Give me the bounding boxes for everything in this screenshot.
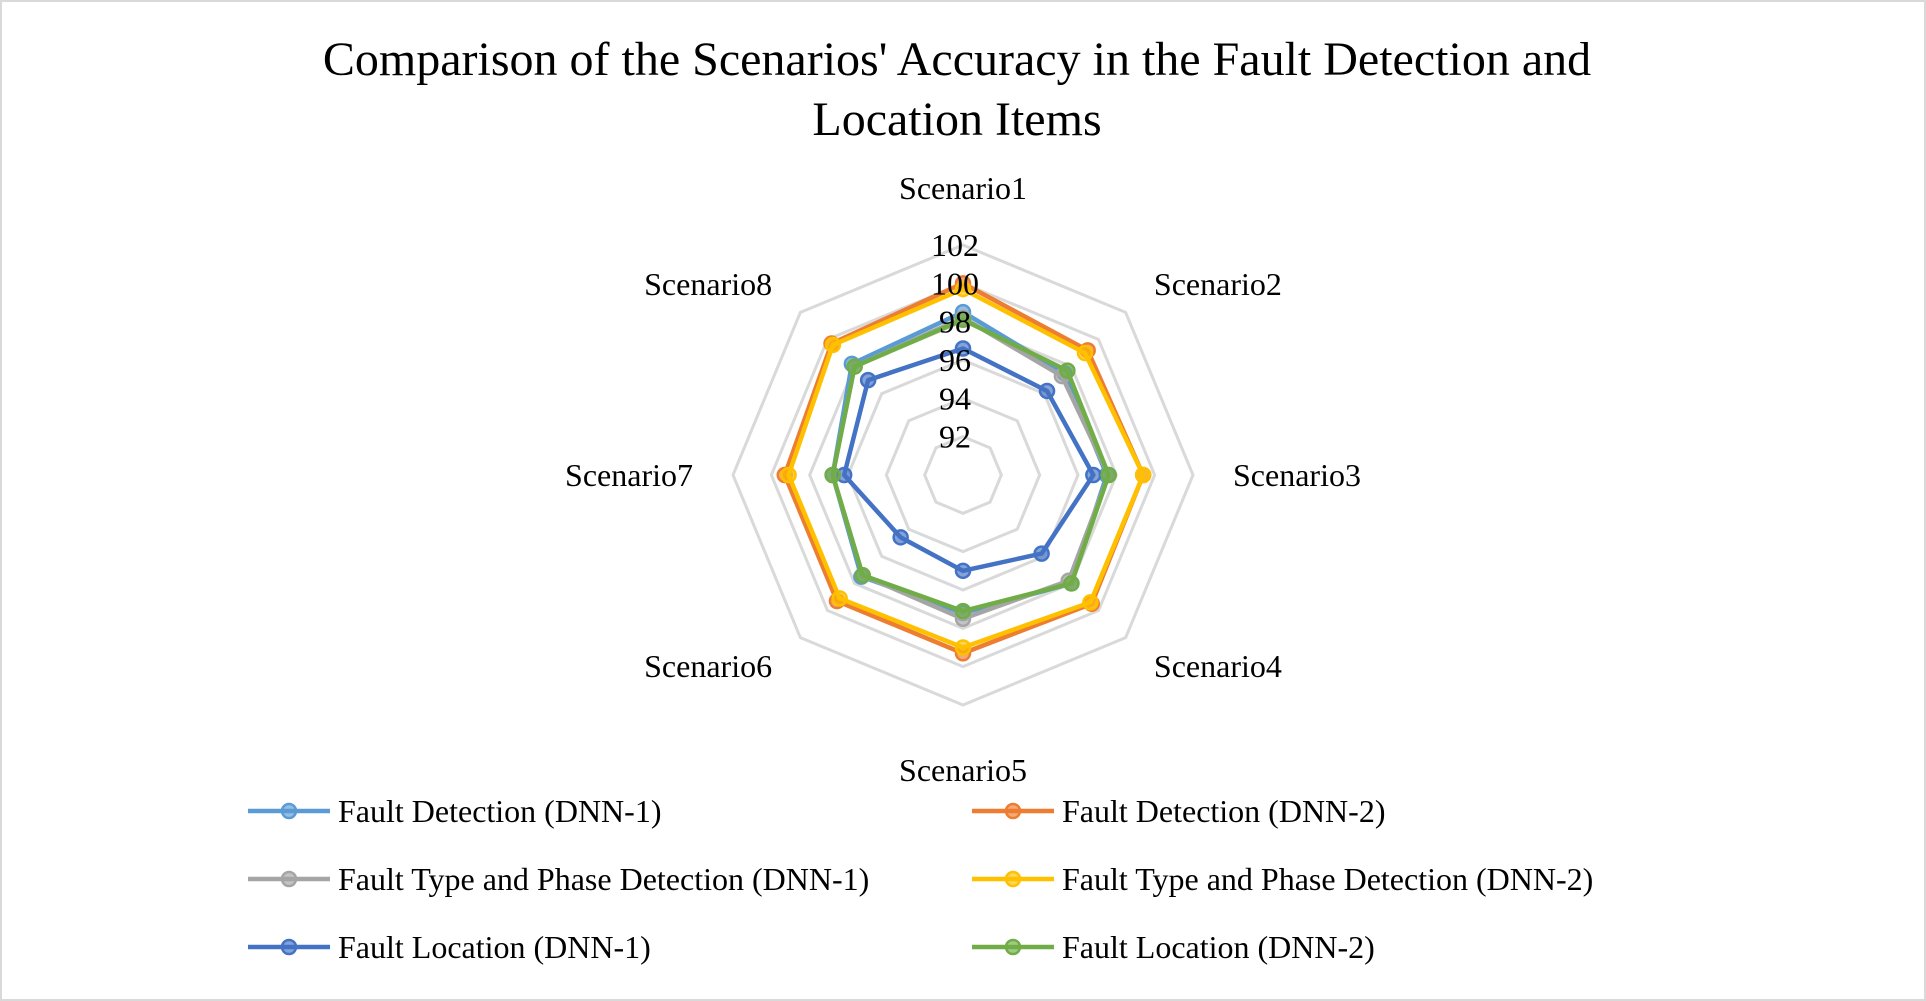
axis-label-scenario6: Scenario6 [644,648,772,684]
grid-ring-92 [923,435,1003,515]
series-4-point-1 [954,280,972,298]
series-6-point-8 [846,358,863,375]
legend-marker-2 [1004,802,1022,820]
series-6-point-5 [954,602,972,620]
legend-marker-5 [280,938,298,956]
legend-marker-3 [280,870,298,888]
axis-label-scenario2: Scenario2 [1154,266,1282,302]
tick-label-94: 94 [939,380,971,416]
series-6-point-4 [1063,575,1080,592]
series-5-point-2 [1038,382,1056,400]
tick-label-102: 102 [931,227,979,263]
legend-label-4: Fault Type and Phase Detection (DNN-2) [1062,861,1593,897]
legend-label-5: Fault Location (DNN-1) [338,929,651,965]
axis-label-scenario3: Scenario3 [1233,457,1361,493]
chart-title-line-2: Location Items [812,93,1101,146]
series-4-point-7 [780,466,797,484]
radar-grid [731,243,1195,707]
tick-label-100: 100 [931,265,979,301]
series-5-point-1 [954,340,972,357]
axis-label-scenario5: Scenario5 [899,752,1027,788]
grid-ring-94 [884,396,1042,554]
grid-ring-100 [769,281,1157,669]
series-6-point-2 [1059,362,1076,379]
axis-label-scenario8: Scenario8 [644,266,772,302]
series-6-point-7 [824,466,841,484]
grid-ring-102 [731,243,1195,707]
axis-labels: Scenario1Scenario2Scenario3Scenario4Scen… [565,170,1361,788]
series-layer [776,275,1152,662]
series-6-point-1 [954,311,972,328]
series-4-point-3 [1134,466,1152,484]
series-6-point-3 [1100,466,1117,484]
series-4-point-6 [831,590,848,607]
grid-ring-96 [846,358,1080,592]
series-5-point-5 [954,562,972,580]
series-4-point-2 [1076,344,1094,362]
series-4-point-4 [1082,594,1099,611]
axis-label-scenario4: Scenario4 [1154,648,1282,684]
series-5-point-3 [1085,466,1102,484]
legend-label-1: Fault Detection (DNN-1) [338,793,661,829]
grid-ring-98 [808,320,1118,630]
legend-label-6: Fault Location (DNN-2) [1062,929,1375,965]
axis-label-scenario7: Scenario7 [565,457,693,493]
legend-label-2: Fault Detection (DNN-2) [1062,793,1385,829]
series-6-point-6 [854,567,871,584]
chart-title-line-1: Comparison of the Scenarios' Accuracy in… [323,33,1591,86]
legend-marker-4 [1004,870,1022,888]
tick-label-96: 96 [939,342,971,378]
legend-marker-1 [280,802,298,820]
legend: Fault Detection (DNN-1) Fault Detection (… [248,793,1593,965]
legend-marker-6 [1004,938,1022,956]
tick-label-98: 98 [939,304,971,340]
tick-label-92: 92 [939,419,971,455]
series-4-point-5 [954,639,972,656]
series-5-point-8 [859,371,877,389]
legend-label-3: Fault Type and Phase Detection (DNN-1) [338,861,869,897]
series-5-point-6 [892,529,909,546]
series-5-point-4 [1033,545,1050,562]
series-4-point-8 [824,336,842,354]
axis-label-scenario1: Scenario1 [899,170,1027,206]
